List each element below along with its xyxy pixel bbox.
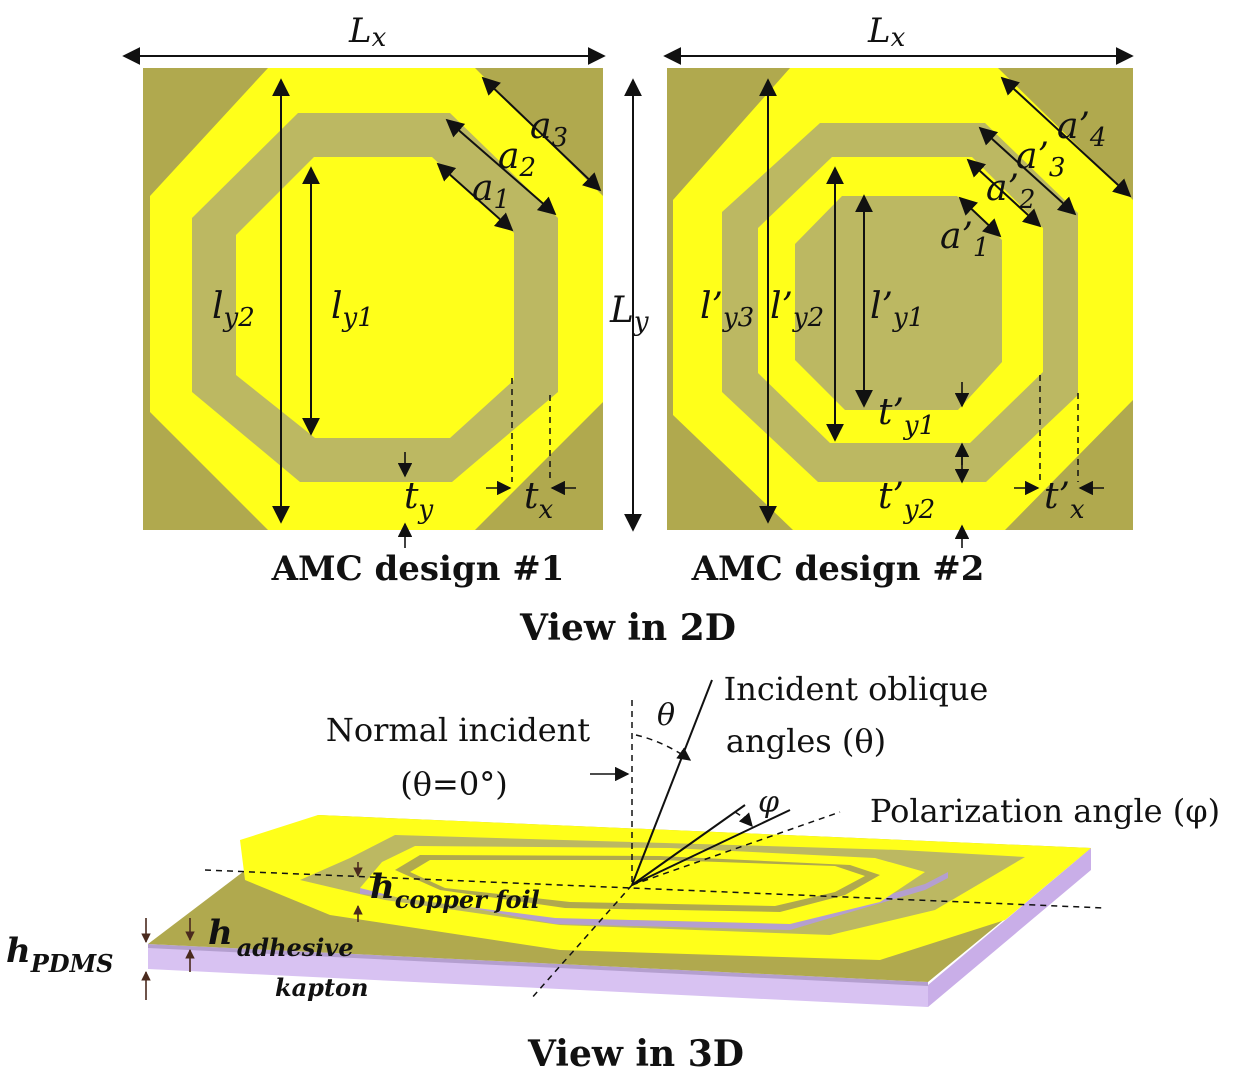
design1-a1-label: a1 [472, 168, 510, 215]
design2-ty1-label: t’y1 [878, 392, 935, 441]
projection-ray-2 [631, 809, 791, 886]
diagonal-dashed-lower [529, 884, 633, 1001]
design2-a1-label: a’1 [940, 216, 989, 263]
phi-symbol: φ [758, 785, 779, 820]
design2-tx-label: t’x [1044, 476, 1085, 525]
design2-ty2-label: t’y2 [878, 476, 935, 525]
design1-ty-label: ty [404, 476, 433, 525]
design1-a1-arrow [436, 162, 514, 232]
design2-a3-label: a’3 [1016, 136, 1065, 183]
design2-a1-arrow [958, 196, 1002, 238]
design1-caption: AMC design #1 [271, 549, 565, 589]
normal-incident-label: Normal incident [326, 711, 590, 749]
view-2d-caption: View in 2D [519, 607, 736, 649]
kapton-layer-edge [148, 944, 928, 986]
x-axis-dashed [204, 869, 1106, 909]
design1-ly1-label: ly1 [331, 286, 374, 333]
pdms-front-face [148, 947, 928, 1007]
normal-incident-angle: (θ=0°) [400, 765, 507, 803]
view3d-slab [148, 815, 1091, 1007]
design2-ly2-label: l’y2 [770, 286, 824, 333]
design1-a3-label: a3 [530, 106, 568, 153]
design2-a2-arrow [966, 158, 1042, 228]
view-3d-caption: View in 3D [527, 1033, 744, 1075]
oblique-label-line1: Incident oblique [724, 670, 989, 708]
projection-ray-1 [631, 804, 746, 886]
polarization-dashed [631, 811, 841, 886]
oblique-label-line2: angles (θ) [726, 722, 886, 760]
design2-lx-label: Lx [867, 11, 906, 53]
h-adhesive-label-line2: kapton [275, 973, 369, 1002]
design2-caption: AMC design #2 [691, 549, 985, 589]
theta-arc [635, 734, 692, 761]
design2-inner-gap [795, 196, 1002, 410]
design2-ly1-label: l’y1 [870, 286, 924, 333]
oblique-incident-ray [631, 679, 713, 886]
phi-arc [734, 811, 753, 828]
design1-lx-label: Lx [348, 11, 387, 53]
ly-label: Ly [609, 290, 649, 337]
design2-a4-label: a’4 [1057, 106, 1106, 153]
design1-a2-label: a2 [498, 136, 536, 183]
theta-symbol: θ [657, 698, 675, 733]
pdms-right-face [928, 848, 1091, 1007]
design2-a2-label: a’2 [986, 168, 1035, 215]
design1-ly2-label: ly2 [212, 286, 255, 333]
design2-ly3-label: l’y3 [700, 286, 754, 333]
design1-tx-label: tx [524, 476, 553, 525]
h-pdms-label: hPDMS [6, 931, 114, 978]
polarization-label: Polarization angle (φ) [870, 792, 1220, 830]
h-copper-label: hcopper foil [370, 867, 540, 914]
